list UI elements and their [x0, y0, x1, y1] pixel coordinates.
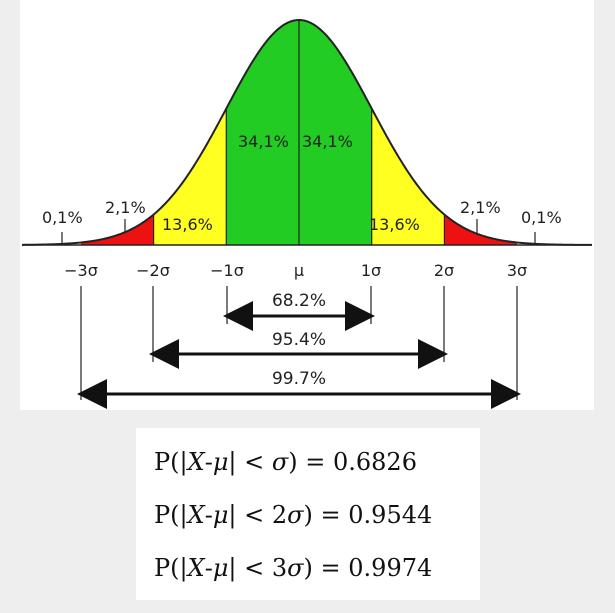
formula-result: ) = 0.9544 [303, 501, 433, 529]
formula-var-x: X [187, 501, 205, 529]
formula-dash: - [204, 501, 213, 529]
formula-coef: 2 [271, 501, 288, 529]
band-label-left-center: 34,1% [238, 132, 289, 151]
tick-label-plus-3-sigma: 3σ [507, 261, 527, 280]
formula-one-sigma: P(|X-μ| < σ) = 0.6826 [154, 448, 417, 476]
band-label-right-middle: 13,6% [369, 215, 420, 234]
formula-lt: | < [228, 501, 272, 529]
formula-result: ) = 0.6826 [288, 448, 417, 476]
formula-var-mu: μ [212, 448, 229, 476]
formula-var-sigma: σ [271, 448, 289, 476]
tick-label-minus-2-sigma: −2σ [136, 261, 170, 280]
formula-var-mu: μ [212, 554, 229, 582]
formula-dash: - [204, 554, 213, 582]
bell-curve [21, 18, 592, 246]
formula-prefix: P(| [154, 501, 188, 529]
formula-prefix: P(| [154, 448, 188, 476]
band-label-right-outer: 2,1% [460, 198, 501, 217]
formula-coef: 3 [271, 554, 288, 582]
tick-label-mu: μ [294, 261, 304, 280]
band-boundaries [153, 20, 445, 245]
tick-label-plus-1-sigma: 1σ [361, 261, 381, 280]
formula-var-mu: μ [212, 501, 229, 529]
formula-lt: | < [228, 448, 272, 476]
probability-formulas: P(|X-μ| < σ) = 0.6826 P(|X-μ| < 2σ) = 0.… [136, 428, 480, 600]
formula-two-sigma: P(|X-μ| < 2σ) = 0.9544 [154, 501, 432, 529]
formula-result: ) = 0.9974 [303, 554, 433, 582]
band-left-outer [81, 214, 154, 245]
band-right-outer [444, 214, 517, 245]
formula-lt: | < [228, 554, 272, 582]
band-label-left-middle: 13,6% [162, 215, 213, 234]
span-label-one-sigma: 68.2% [272, 291, 326, 311]
normal-distribution-diagram: 34,1% 34,1% 13,6% 13,6% 2,1% 2,1% 0,1% 0… [20, 0, 594, 410]
formula-var-sigma: σ [287, 501, 304, 529]
tick-label-minus-3-sigma: −3σ [64, 261, 98, 280]
formula-dash: - [204, 448, 213, 476]
band-label-left-outer: 2,1% [105, 198, 146, 217]
axis-tick-labels: −3σ −2σ −1σ μ 1σ 2σ 3σ [64, 261, 527, 280]
tick-label-minus-1-sigma: −1σ [210, 261, 244, 280]
formula-var-sigma: σ [287, 554, 304, 582]
span-label-two-sigma: 95.4% [272, 330, 326, 350]
formula-var-x: X [187, 448, 205, 476]
band-label-right-center: 34,1% [302, 132, 353, 151]
tick-label-plus-2-sigma: 2σ [434, 261, 454, 280]
formula-prefix: P(| [154, 554, 188, 582]
bell-curve-svg: 34,1% 34,1% 13,6% 13,6% 2,1% 2,1% 0,1% 0… [21, 18, 592, 409]
band-label-left-tail: 0,1% [42, 208, 83, 227]
span-label-three-sigma: 99.7% [272, 369, 326, 389]
formula-var-x: X [187, 554, 205, 582]
band-label-right-tail: 0,1% [521, 208, 562, 227]
formula-three-sigma: P(|X-μ| < 3σ) = 0.9974 [154, 554, 432, 582]
